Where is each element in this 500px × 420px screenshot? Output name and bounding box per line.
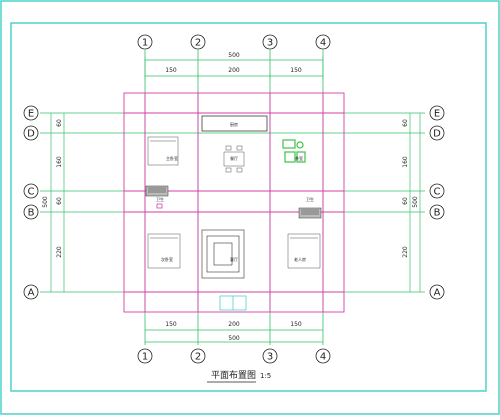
- column-label-4-bottom: 4: [320, 352, 326, 363]
- dimension-top-seg-1: 150: [165, 67, 177, 74]
- drawing-scale: 1:5: [260, 372, 271, 380]
- bed-bottom-left: [147, 233, 181, 269]
- dimension-bottom-seg-1: 150: [165, 321, 177, 328]
- row-label-e-right: E: [434, 109, 440, 120]
- bed-top-left: [147, 136, 179, 166]
- dimension-left-total: 500: [42, 196, 49, 208]
- dimension-left-seg-1: 60: [56, 119, 63, 127]
- column-bubbles-top: [137, 34, 331, 50]
- dining-table: [223, 145, 245, 173]
- column-label-2-bottom: 2: [195, 352, 201, 363]
- column-label-2-top: 2: [195, 38, 201, 49]
- row-label-b-left: B: [28, 208, 35, 219]
- column-label-4-top: 4: [320, 38, 326, 49]
- tea-table: [282, 139, 306, 163]
- row-label-d-left: D: [27, 129, 35, 140]
- dimension-top-seg-2: 200: [228, 67, 240, 74]
- dimension-bottom-seg-2: 200: [228, 321, 240, 328]
- dimension-lines-bottom: [145, 329, 323, 343]
- room-label-bedroom-bottom-left: 次卧室: [161, 256, 173, 262]
- dimension-left-seg-4: 220: [56, 246, 63, 258]
- room-label-tea-room: 茶室: [295, 155, 303, 161]
- dimension-right-seg-4: 220: [402, 246, 409, 258]
- entrance-door: [219, 295, 247, 311]
- row-label-a-left: A: [28, 288, 35, 299]
- toilet-fixture: [156, 203, 163, 209]
- row-label-b-right: B: [434, 208, 441, 219]
- room-label-toilet-right: 卫生: [306, 196, 314, 202]
- dimension-lines-top: [144, 57, 324, 79]
- drawing-frame-inner: [10, 22, 487, 392]
- dimension-right-seg-1: 60: [402, 119, 409, 127]
- column-label-1-bottom: 1: [142, 352, 148, 363]
- room-label-bedroom-top-left: 主卧室: [166, 155, 178, 161]
- stair-right: [298, 207, 322, 219]
- room-label-toilet-left: 卫生: [156, 196, 164, 202]
- row-bubbles-right: [429, 105, 445, 300]
- row-label-c-right: C: [434, 187, 441, 198]
- dimension-right-seg-3: 60: [402, 197, 409, 205]
- column-bubbles-bottom: [137, 348, 331, 364]
- column-label-3-top: 3: [267, 38, 273, 49]
- column-label-1-top: 1: [142, 38, 148, 49]
- row-label-a-right: A: [434, 288, 441, 299]
- drawing-title: 平面布置图: [211, 369, 256, 381]
- grid-horizontal-lines: [40, 112, 425, 293]
- bed-bottom-right: [287, 233, 321, 269]
- row-label-d-right: D: [433, 129, 441, 140]
- room-label-bedroom-bottom-right: 老人房: [294, 256, 306, 262]
- dimension-right-total: 500: [412, 196, 419, 208]
- dimension-bottom-total: 500: [228, 335, 240, 342]
- room-label-living-room: 客厅: [230, 256, 238, 262]
- dimension-top-total: 500: [228, 52, 240, 59]
- row-label-c-left: C: [28, 187, 35, 198]
- room-label-restaurant: 餐厅: [230, 155, 238, 161]
- grid-vertical-lines: [144, 50, 324, 345]
- dimension-left-seg-2: 160: [56, 156, 63, 168]
- dimension-bottom-seg-3: 150: [290, 321, 302, 328]
- row-label-e-left: E: [28, 109, 34, 120]
- dimension-left-seg-3: 60: [56, 197, 63, 205]
- column-label-3-bottom: 3: [267, 352, 273, 363]
- kitchen-block: [201, 115, 268, 132]
- living-room-sofa: [201, 229, 245, 279]
- dimension-lines-left: [50, 113, 65, 292]
- row-bubbles-left: [23, 105, 39, 300]
- dimension-lines-right: [409, 113, 421, 292]
- dimension-top-seg-3: 150: [290, 67, 302, 74]
- stair-left: [145, 185, 169, 197]
- dimension-right-seg-2: 160: [402, 156, 409, 168]
- room-label-kitchen: 厨房: [230, 121, 238, 127]
